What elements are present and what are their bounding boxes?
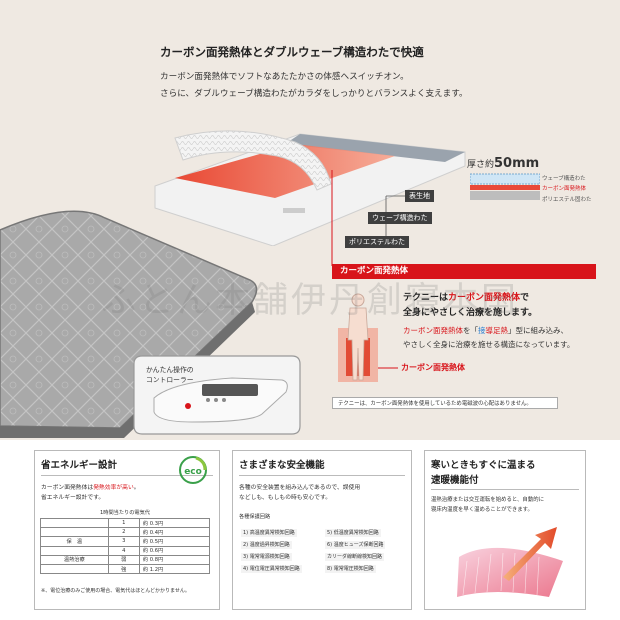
thickness-layer-3: ポリエステル固わた: [542, 197, 592, 203]
energy-desc-2: 省エネルギー設計です。: [41, 495, 105, 501]
intro-line-1: カーボン面発熱体でソフトなあたたかさの体感へスイッチオン。: [160, 72, 409, 82]
table-row: 強約 1.2円: [40, 563, 211, 575]
tag-surface: 表生地: [405, 190, 434, 202]
body-heat-figure: [338, 293, 378, 382]
energy-footnote: ※、電位治療のみご使用の場合、電気代はほとんどかかりません。: [41, 588, 190, 594]
warm-desc-2: 寝床内温度を早く温めることができます。: [431, 507, 533, 513]
thickness-layer-2: カーボン面発熱体: [542, 186, 587, 192]
shop-watermark: ふとん本舗伊丹創寝本国: [100, 281, 519, 321]
panel-warm-title-1: 寒いときもすぐに温まる: [431, 460, 536, 471]
panel-energy-title: 省エネルギー設計: [41, 460, 118, 471]
safety-desc-1: 各種の安全装置を組み込んであるので、誤使用: [239, 485, 361, 491]
list-item: 5) 低温度異常検知回路: [325, 529, 381, 537]
thickness-diagram: [470, 173, 540, 200]
controller-bubble: [133, 355, 301, 435]
controller-label-1: かんたん操作の: [146, 366, 194, 374]
carbon-desc-2: やさしく全身に治療を施せる構造になっています。: [403, 340, 575, 349]
layer-cutaway-illustration: [154, 130, 466, 246]
table-row: 温熱治療弱約 0.8円: [40, 554, 211, 565]
list-item: カリーダ線断線検知回路: [325, 553, 385, 561]
divider: [239, 475, 405, 476]
panel-warm-title-2: 速暖機能付: [431, 475, 479, 486]
quick-warm-illustration: [457, 527, 563, 597]
techny-line-2: 全身にやさしく治療を施します。: [403, 308, 538, 318]
panel-safety-title: さまざまな安全機能: [239, 460, 325, 471]
list-item: 2) 温度過昇検知回路: [241, 541, 292, 549]
thickness-label: 厚さ約50mm: [467, 156, 539, 171]
thickness-value: 50mm: [494, 156, 540, 171]
safety-desc-2: などしも、もしもの時も安心です。: [239, 495, 331, 501]
thickness-layer-1: ウェーブ構造わた: [542, 176, 586, 182]
intro-title: カーボン面発熱体とダブルウェーブ構造わたで快適: [160, 45, 424, 59]
techny-line-1: テクニーはカーボン面発熱体で: [403, 293, 530, 303]
table-caption: 1時間当たりの電気代: [100, 510, 150, 516]
safety-subheading: 各種保護回路: [239, 514, 271, 520]
figure-carbon-label: カーボン面発熱体: [401, 363, 465, 372]
emf-note: テクニーは、カーボン面発熱体を使用しているため電磁波の心配はありません。: [332, 397, 558, 409]
tag-polyester: ポリエステルわた: [345, 236, 409, 248]
list-item: 6) 温度ヒューズ保断回路: [325, 541, 386, 549]
list-item: 1) 高温度異常検知回路: [241, 529, 297, 537]
up-arrow-icon: [503, 527, 557, 581]
divider: [431, 489, 579, 490]
list-item: 8) 電常電圧検知回路: [325, 565, 376, 573]
divider: [41, 475, 213, 476]
mattress-image: [0, 210, 258, 438]
eco-icon: eco: [179, 456, 207, 484]
arrow-icon: [378, 367, 398, 369]
warm-desc-1: 温熱治療または交互運転を始めると、自動的に: [431, 497, 544, 503]
thickness-prefix: 厚さ約: [467, 160, 495, 170]
product-hero: カーボン面発熱体とダブルウェーブ構造わたで快適 カーボン面発熱体でソフトなあたた…: [0, 0, 620, 440]
list-item: 4) 電位電圧異常検知回路: [241, 565, 302, 573]
controller-label-2: コントローラー: [146, 376, 194, 384]
panel-quick-warm: 寒いときもすぐに温まる 速暖機能付 温熱治療または交互運転を始めると、自動的に …: [424, 450, 586, 610]
svg-text:eco: eco: [184, 467, 202, 477]
carbon-banner: カーボン面発熱体: [332, 264, 596, 279]
energy-desc-1: カーボン面発熱体は発熱効率が高い。: [41, 485, 140, 491]
intro-line-2: さらに、ダブルウェーブ構造わたがカラダをしっかりとバランスよく支えます。: [160, 89, 468, 99]
tag-wave: ウェーブ構造わた: [368, 212, 432, 224]
carbon-desc-1: カーボン面発熱体を「接導足熱」型に組み込み、: [403, 326, 568, 335]
list-item: 3) 電常電源検知回路: [241, 553, 292, 561]
